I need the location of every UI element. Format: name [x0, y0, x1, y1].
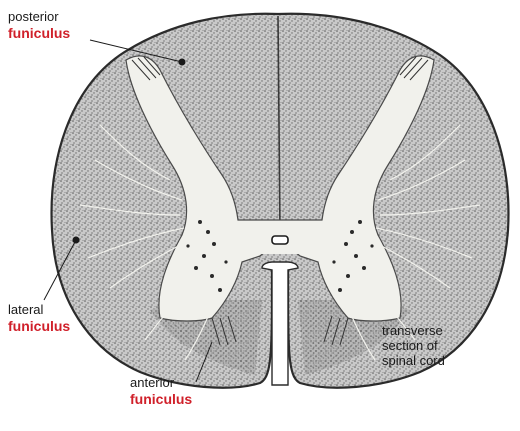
posterior-funiculus-label: posterior funiculus — [8, 10, 70, 41]
lateral-term: funiculus — [8, 318, 70, 334]
posterior-prefix: posterior — [8, 10, 70, 25]
transverse-line-2: section of — [382, 339, 445, 354]
anterior-term: funiculus — [130, 391, 192, 407]
lateral-prefix: lateral — [8, 303, 70, 318]
transverse-line-3: spinal cord — [382, 354, 445, 369]
transverse-section-label: transverse section of spinal cord — [382, 324, 445, 369]
posterior-leader-dot — [179, 59, 185, 65]
anterior-funiculus-label: anterior funiculus — [130, 376, 192, 407]
lateral-leader-dot — [73, 237, 79, 243]
lateral-funiculus-label: lateral funiculus — [8, 303, 70, 334]
anterior-prefix: anterior — [130, 376, 192, 391]
posterior-term: funiculus — [8, 25, 70, 41]
central-canal — [272, 236, 288, 244]
transverse-line-1: transverse — [382, 324, 445, 339]
